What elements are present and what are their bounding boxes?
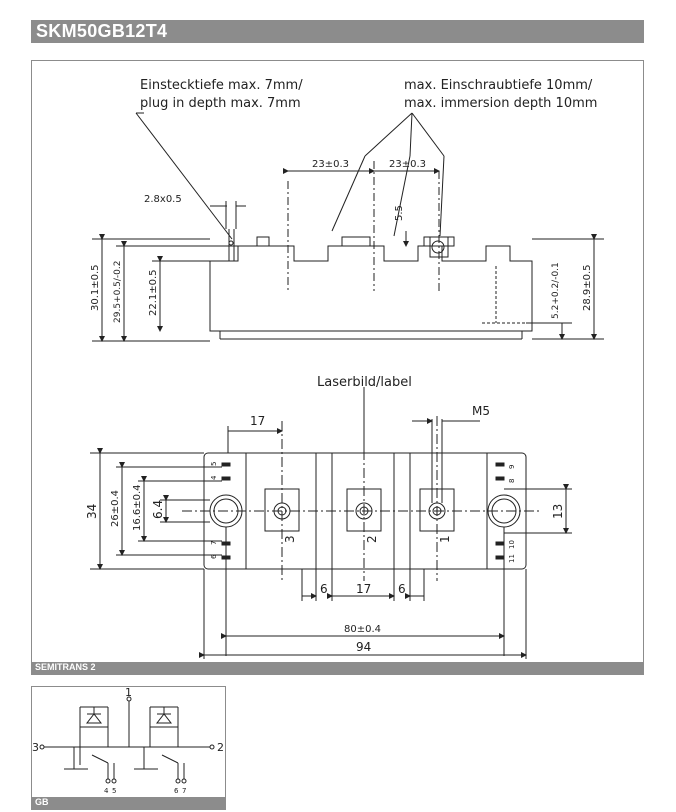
pin-4-label: 4 — [210, 475, 218, 480]
dim-23-b: 23±0.3 — [389, 159, 426, 170]
pin-5-label: 5 — [210, 462, 218, 466]
schematic-node-3: 3 — [32, 741, 39, 754]
dim-6-a: 6 — [320, 582, 328, 596]
dim-13: 13 — [551, 504, 565, 519]
circuit-schematic: 1 3 2 4 5 6 7 — [31, 686, 226, 799]
note-left-de: Einstecktiefe max. 7mm/ — [140, 78, 303, 93]
schematic-pin-7: 7 — [182, 787, 186, 795]
pin-11-label: 11 — [508, 554, 516, 563]
schematic-caption: GB — [35, 797, 49, 807]
note-right-en: max. immersion depth 10mm — [404, 96, 597, 111]
terminal-3: 3 — [283, 535, 297, 543]
schematic-pin-6: 6 — [174, 787, 179, 795]
note-left-en: plug in depth max. 7mm — [140, 96, 301, 111]
dim-5-2: 5.2+0.2/-0.1 — [551, 262, 561, 319]
dim-30-1: 30.1±0.5 — [90, 264, 101, 311]
side-view-body — [209, 245, 533, 332]
dimension-drawing: Einstecktiefe max. 7mm/ plug in depth ma… — [31, 60, 644, 664]
dim-28-9: 28.9±0.5 — [582, 264, 593, 311]
dim-5-5: 5.5 — [394, 205, 405, 221]
dim-22-1: 22.1±0.5 — [148, 269, 159, 316]
schematic-node-1: 1 — [125, 687, 132, 699]
laser-label: Laserbild/label — [317, 375, 412, 390]
schematic-pin-5: 5 — [112, 787, 116, 795]
page-title: SKM50GB12T4 — [36, 21, 168, 41]
schematic-caption-bar: GB — [31, 797, 226, 810]
package-caption-bar: SEMITRANS 2 — [31, 662, 644, 675]
schematic-node-2: 2 — [217, 741, 224, 754]
pin-8-label: 8 — [508, 479, 516, 483]
dim-17-top: 17 — [250, 414, 265, 428]
dim-26: 26±0.4 — [110, 490, 121, 527]
terminal-1: 1 — [438, 535, 452, 543]
terminal-2: 2 — [365, 535, 379, 543]
dim-6-b: 6 — [398, 582, 406, 596]
dim-29-5: 29.5+0.5/-0.2 — [113, 261, 123, 324]
dim-17-bot: 17 — [356, 582, 371, 596]
drawing-svg: Einstecktiefe max. 7mm/ plug in depth ma… — [85, 78, 604, 659]
dim-2-8: 2.8x0.5 — [144, 194, 182, 205]
note-right-de: max. Einschraubtiefe 10mm/ — [404, 78, 593, 93]
dim-m5: M5 — [472, 404, 490, 418]
dim-34: 34 — [85, 504, 99, 519]
package-caption: SEMITRANS 2 — [35, 662, 96, 672]
pin-9-label: 9 — [508, 465, 516, 469]
pin-6-label: 6 — [210, 554, 218, 559]
schematic-pin-4: 4 — [104, 787, 109, 795]
dim-23-a: 23±0.3 — [312, 159, 349, 170]
title-bar: SKM50GB12T4 — [31, 20, 644, 43]
pin-10-label: 10 — [508, 540, 516, 549]
dim-16-6: 16.6±0.4 — [132, 484, 143, 531]
dim-94: 94 — [356, 640, 371, 654]
dim-80: 80±0.4 — [344, 624, 381, 635]
dim-6-4: 6.4 — [151, 500, 165, 519]
pin-7-label: 7 — [210, 541, 218, 545]
schematic-svg: 1 3 2 4 5 6 7 — [32, 686, 224, 795]
